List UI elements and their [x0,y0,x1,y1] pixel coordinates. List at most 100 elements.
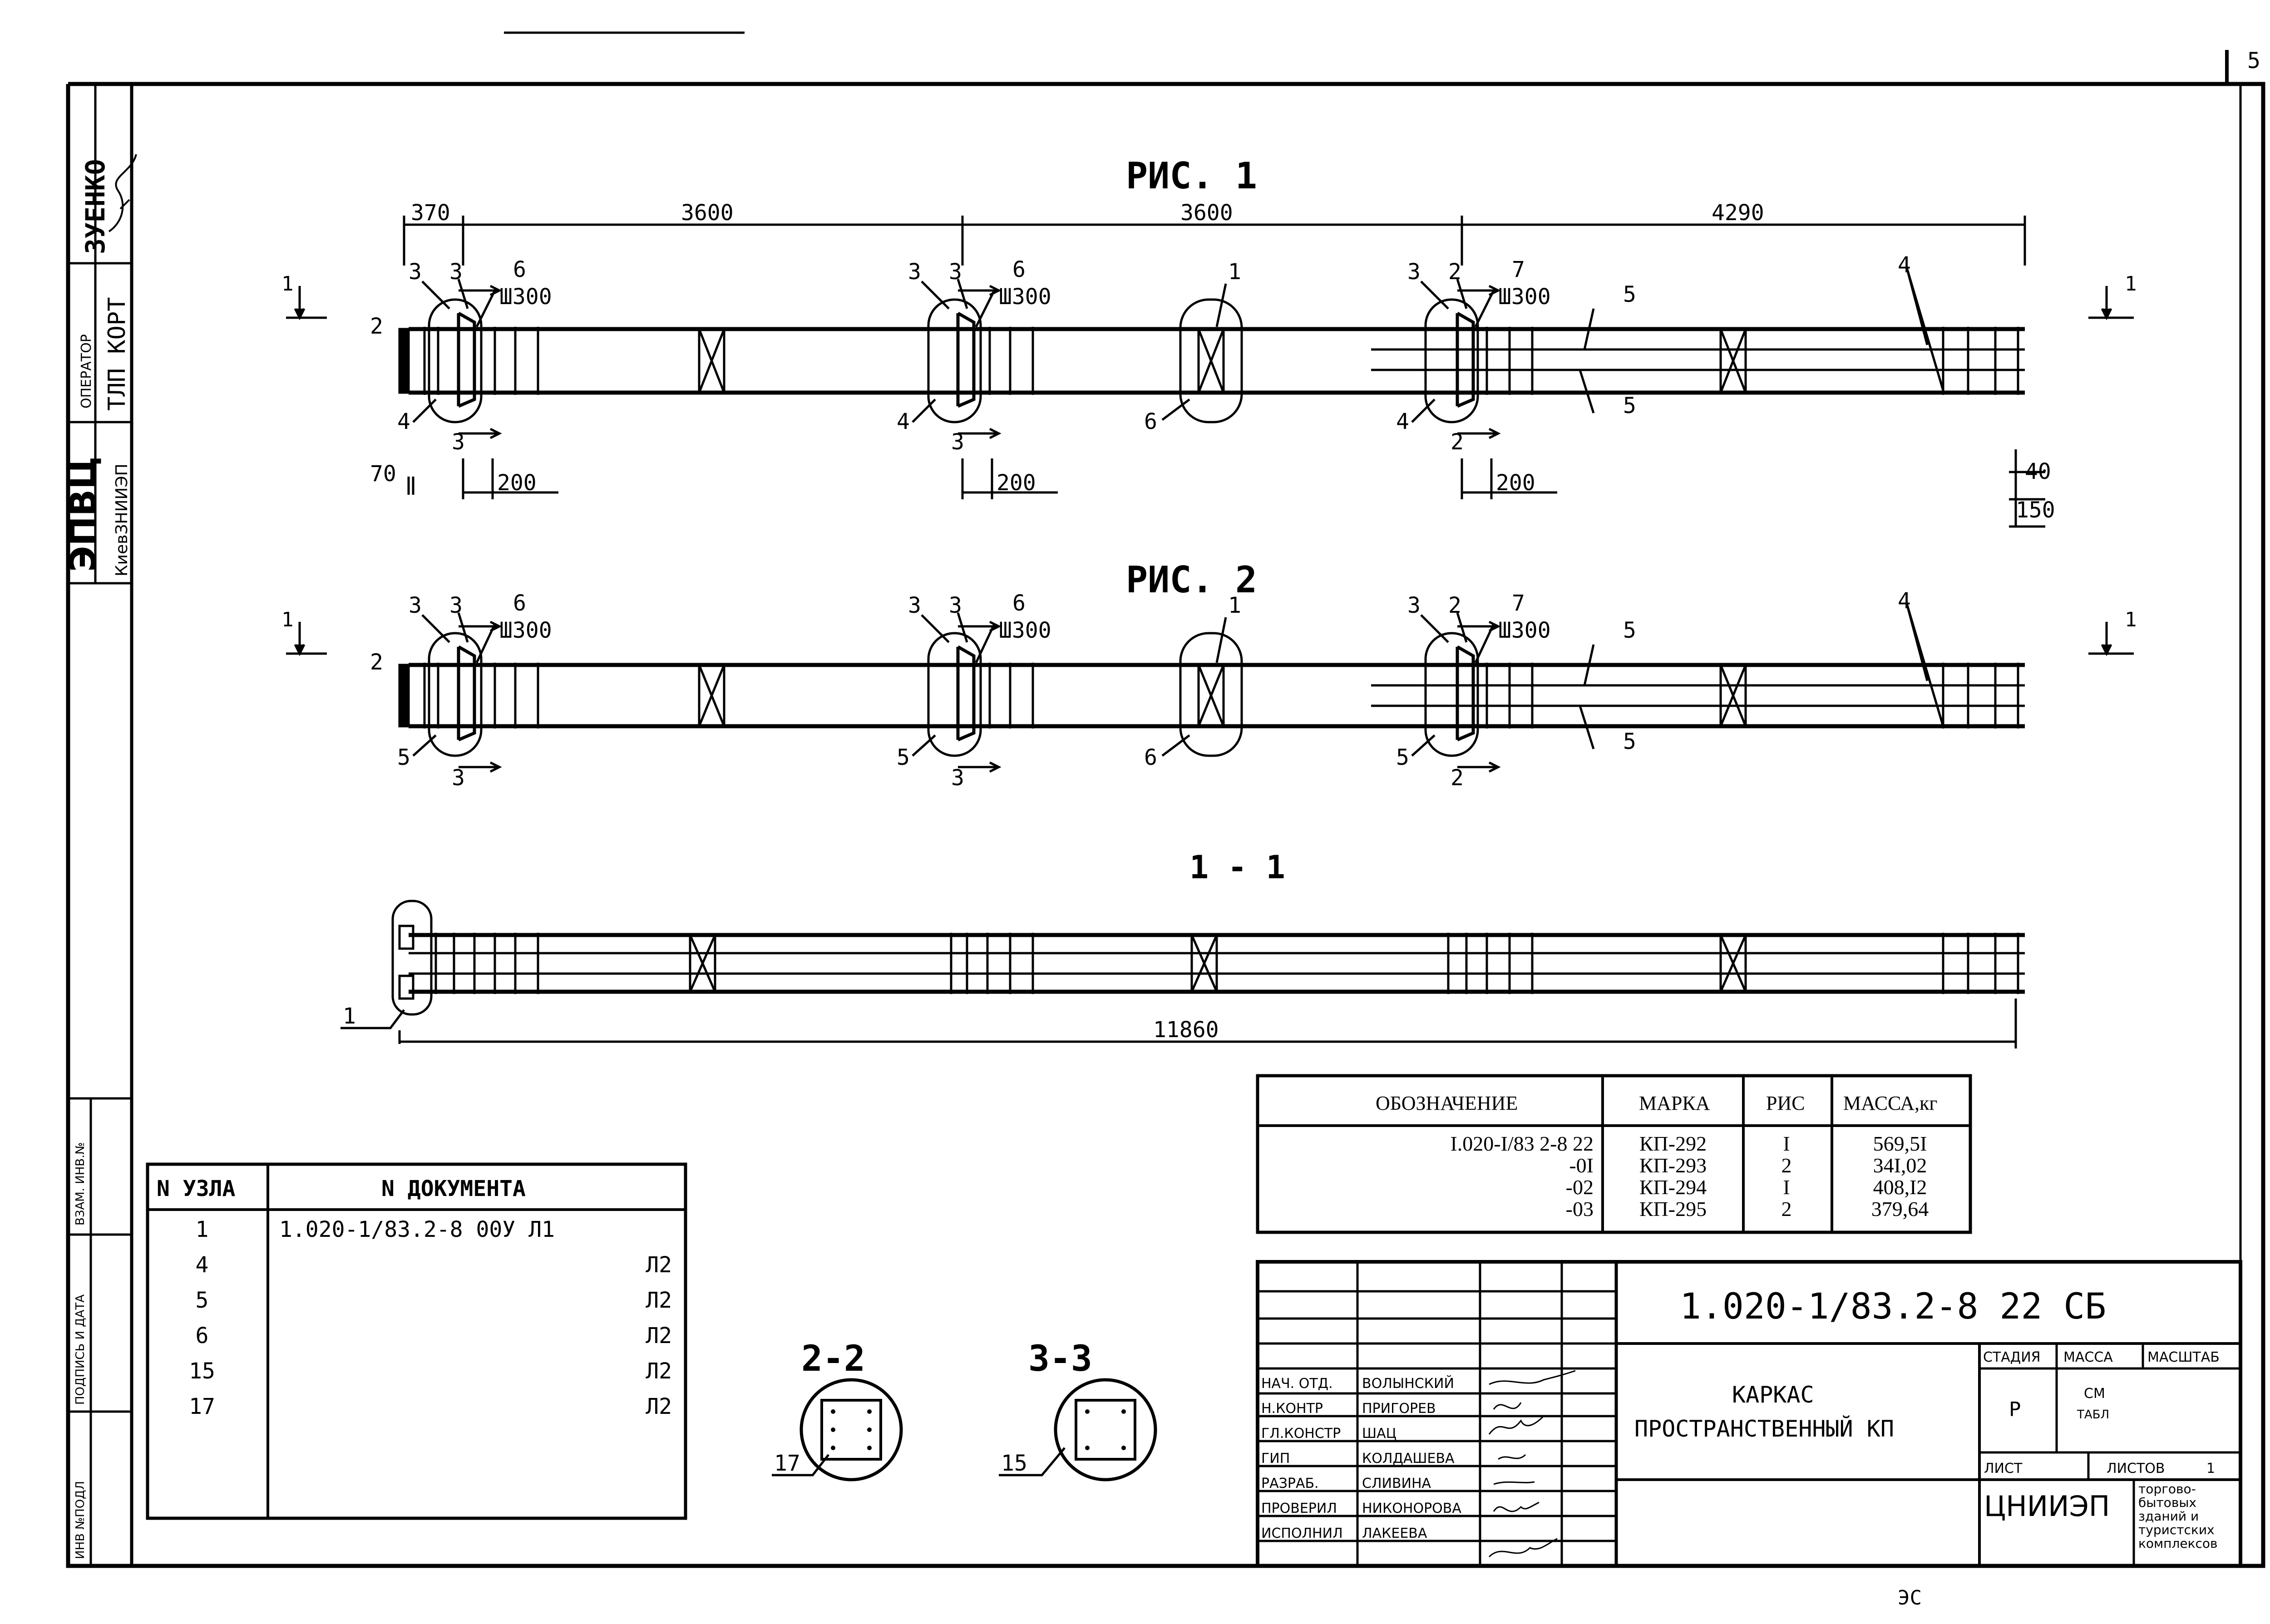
staff-role: РАЗРАБ. [1261,1476,1319,1491]
title-code: 1.020-1/83.2-8 22 СБ [1680,1286,2106,1327]
fig1-rebar-label: 4 [1898,252,1911,278]
stage-label: СТАДИЯ [1983,1349,2041,1365]
fig1-node2-pitch: Ш300 [999,284,1051,310]
fig2-node2-label-c: 6 [1012,591,1026,616]
fig1-node2-bottom-b: 3 [951,429,964,455]
title-org: ЦНИИЭП [1984,1490,2110,1523]
fig1-node4-rod: 5 [1623,282,1636,307]
fig2-node3-bottom: 6 [1144,745,1157,770]
spec-row-fig: I [1783,1132,1790,1155]
fig2-node2-bottom-a: 5 [897,745,910,770]
inv-label-1: ВЗАМ. ИНВ.№ [74,1142,87,1225]
nodes-row-doc: Л2 [646,1358,672,1384]
fig2-title: РИС. 2 [1126,559,1257,601]
fig1-dim-4: 4290 [1712,200,1764,226]
nodes-row-doc: Л2 [646,1252,672,1278]
operator-name: ЗУЕНКО [80,159,111,254]
section-1-1: 1 - 1 1 11860 [340,849,2025,1048]
nodes-header-node: N УЗЛА [157,1176,235,1201]
spec-row-fig: I [1783,1176,1790,1199]
bottom-page-number: ЭС [1898,1586,1922,1609]
org-name: ЭПВЦ [63,457,104,572]
fig1-node2-label-b: 3 [949,259,962,285]
section11-node: 1 [343,1004,356,1029]
fig2-node4-bottom-b: 2 [1451,765,1464,791]
staff-role: НАЧ. ОТД. [1261,1376,1333,1392]
spec-header-fig: РИС [1766,1092,1805,1114]
spec-header-mass: МАССА,кг [1843,1092,1937,1114]
nodes-row-node: 5 [196,1288,209,1313]
fig2-node4-bottom-a: 5 [1396,745,1409,770]
fig1-node1-bottom-a: 4 [397,409,410,434]
fig2-node1-left: 2 [370,650,383,675]
spec-header-mark: МАРКА [1639,1092,1710,1114]
stage-value: Р [2009,1398,2021,1421]
fig1-dim-2: 3600 [681,200,734,226]
fig2-node1-label-a: 3 [409,593,422,618]
nodes-row-doc: Л2 [646,1323,672,1348]
spec-table: ОБОЗНАЧЕНИЕ МАРКА РИС МАССА,кг I.020-I/8… [1256,1074,1972,1234]
org-sub: КиевЗНИИЭП [113,463,131,576]
nodes-header-doc: N ДОКУМЕНТА [381,1176,526,1201]
spec-row-mark: КП-292 [1639,1132,1707,1155]
fig1-node3-bottom: 6 [1144,409,1157,434]
figure-2: РИС. 2 [281,559,2137,791]
spec-row-code: I.020-I/83 2-8 22 [1450,1132,1594,1155]
fig1-dim-150: 150 [2016,497,2055,523]
fig1-node1-span: 200 [497,470,537,496]
section22-node: 17 [774,1451,800,1476]
staff-name: СЛИВИНА [1362,1476,1431,1491]
fig2-node1-label-c: 6 [513,591,526,616]
fig1-dim-1: 370 [411,200,450,226]
staff-role: Н.КОНТР [1261,1401,1323,1417]
fig2-node3-label: 1 [1228,593,1241,618]
spec-row-code: -0I [1569,1154,1594,1177]
staff-name: КОЛДАШЕВА [1362,1451,1455,1467]
spec-row-code: -03 [1566,1197,1594,1220]
sheets-value: 1 [2206,1461,2215,1476]
fig1-node2-label-a: 3 [908,259,921,285]
title-org-desc-3: зданий и [2138,1509,2199,1524]
fig1-node4-bottom-a: 4 [1396,409,1409,434]
fig2-node4-rod: 5 [1623,618,1636,643]
mass-line-2: ТАБЛ [2077,1408,2109,1422]
fig1-node1-label-a: 3 [409,259,422,285]
fig2-rebar-label: 4 [1898,588,1911,614]
fig2-node4-pitch: Ш300 [1498,618,1551,643]
section33-title: 3-3 [1028,1339,1092,1379]
fig1-node1-left: 2 [370,314,383,339]
fig2-node4-label-b: 2 [1448,593,1461,618]
section-2-2: 2-2 17 [772,1339,903,1481]
scale-label: МАСШТАБ [2147,1349,2220,1365]
fig1-node1-label-b: 3 [449,259,463,285]
staff-role: ГЛ.КОНСТР [1261,1426,1341,1442]
nodes-row-doc: Л2 [646,1288,672,1313]
left-stamp [68,84,132,1566]
title-org-desc-4: туристских [2138,1522,2215,1537]
nodes-row-node: 15 [189,1358,215,1384]
inv-label-3: ИНВ №ПОДЛ [74,1481,87,1559]
staff-role: ГИП [1261,1451,1290,1467]
title-org-desc-1: торгово- [2138,1481,2196,1496]
spec-row-mass: 408,I2 [1873,1176,1927,1199]
operator-signature [108,154,137,232]
fig2-node2-label-a: 3 [908,593,921,618]
staff-role: ИСПОЛНИЛ [1261,1526,1343,1541]
section11-title: 1 - 1 [1189,849,1285,886]
fig1-dim-40: 40 [2025,459,2051,484]
spec-row-mark: КП-293 [1639,1154,1707,1177]
fig1-node4-label-c: 7 [1512,257,1525,282]
title-block-text: 1.020-1/83.2-8 22 СБ КАРКАС ПРОСТРАНСТВЕ… [1261,1286,2220,1551]
fig2-node1-pitch: Ш300 [499,618,552,643]
staff-name: НИКОНОРОВА [1362,1501,1461,1516]
fig1-node4-label-a: 3 [1407,259,1421,285]
fig1-section-mark-right: 1 [2125,272,2137,295]
section11-total-dim: 11860 [1153,1017,1219,1043]
section22-title: 2-2 [801,1339,865,1379]
section-3-3: 3-3 15 [999,1339,1157,1481]
fig2-node1-bottom-b: 3 [452,765,465,791]
